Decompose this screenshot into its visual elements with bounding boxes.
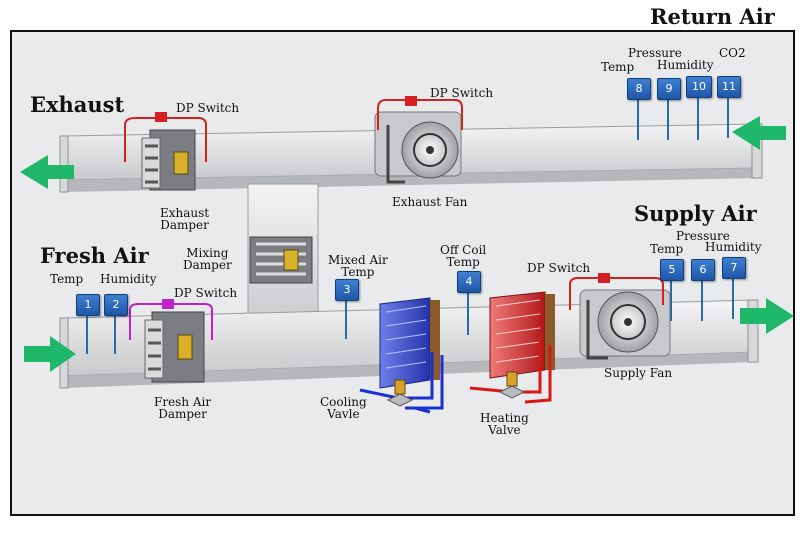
cooling-pipe (359, 352, 444, 414)
exhaust-arrow (20, 155, 74, 189)
exhaust-fan (374, 111, 462, 184)
fresh-air-damper-label: Fresh Air Damper (154, 395, 212, 421)
exhaust-damper (141, 129, 196, 191)
sensor-stem-7 (732, 277, 734, 319)
fresh-temp-label: Temp (50, 272, 84, 286)
sensor-stem-3 (345, 299, 347, 339)
cooling-coil (379, 297, 440, 389)
sensor-badge-8: 8 (627, 78, 651, 100)
dp-switch-fan-label: DP Switch (430, 86, 494, 100)
sensor-badge-10: 10 (686, 76, 712, 98)
return-humidity-label: Humidity (657, 58, 714, 72)
mixed-air-temp-label: Mixed Air Temp (328, 253, 388, 279)
dp-switch-fan-tubing (377, 96, 463, 130)
sensor-badge-2: 2 (104, 294, 128, 316)
supply-fan (579, 289, 671, 360)
return-air-label: Return Air (650, 4, 775, 29)
exhaust-damper-label: Exhaust Damper (160, 206, 210, 232)
mixing-damper (249, 236, 313, 284)
supply-humidity-label: Humidity (705, 240, 762, 254)
sensor-badge-11: 11 (717, 76, 741, 98)
exhaust-label: Exhaust (30, 92, 125, 117)
dp-switch-supply-label: DP Switch (527, 261, 591, 275)
sensor-badge-7: 7 (722, 257, 746, 279)
sensor-stem-11 (727, 96, 729, 138)
return-temp-label: Temp (601, 60, 635, 74)
dp-switch-fresh-label: DP Switch (174, 286, 238, 300)
heating-valve (498, 371, 526, 399)
sensor-stem-2 (114, 314, 116, 354)
sensor-badge-1: 1 (76, 294, 100, 316)
sensor-badge-5: 5 (660, 259, 684, 281)
sensor-stem-6 (701, 279, 703, 321)
cooling-valve (386, 379, 414, 407)
supply-temp-label: Temp (650, 242, 684, 256)
return-pressure-label: Pressure (628, 46, 682, 60)
dp-switch-exhaust-label: DP Switch (176, 101, 240, 115)
dp-switch-exhaust-tubing (124, 112, 207, 162)
sensor-badge-4: 4 (457, 271, 481, 293)
return-air-arrow (732, 116, 786, 150)
mixing-damper-label: Mixing Damper (183, 246, 232, 272)
fresh-air-damper (144, 311, 205, 383)
heating-valve-label: Heating Valve (480, 411, 529, 437)
sensor-badge-6: 6 (691, 259, 715, 281)
supply-air-arrow (740, 298, 794, 334)
off-coil-temp-label: Off Coil Temp (440, 243, 487, 269)
return-co2-label: CO2 (719, 46, 746, 60)
supply-pressure-label: Pressure (676, 229, 730, 243)
sensor-badge-3: 3 (335, 279, 359, 301)
fresh-humidity-label: Humidity (100, 272, 157, 286)
sensor-stem-9 (667, 98, 669, 140)
supply-air-label: Supply Air (634, 201, 757, 226)
heating-coil (489, 291, 555, 379)
sensor-stem-4 (467, 291, 469, 335)
fresh-air-arrow (24, 336, 76, 372)
dp-switch-supply-tubing (569, 273, 664, 310)
sensor-stem-5 (670, 279, 672, 321)
sensor-badge-9: 9 (657, 78, 681, 100)
exhaust-fan-label: Exhaust Fan (392, 195, 468, 209)
supply-fan-label: Supply Fan (604, 366, 673, 380)
sensor-stem-1 (86, 314, 88, 354)
fresh-air-label: Fresh Air (40, 243, 149, 268)
sensor-stem-8 (637, 98, 639, 140)
dp-switch-fresh-tubing (129, 299, 213, 340)
sensor-stem-10 (697, 98, 699, 140)
cooling-valve-label: Cooling Vavle (320, 395, 367, 421)
